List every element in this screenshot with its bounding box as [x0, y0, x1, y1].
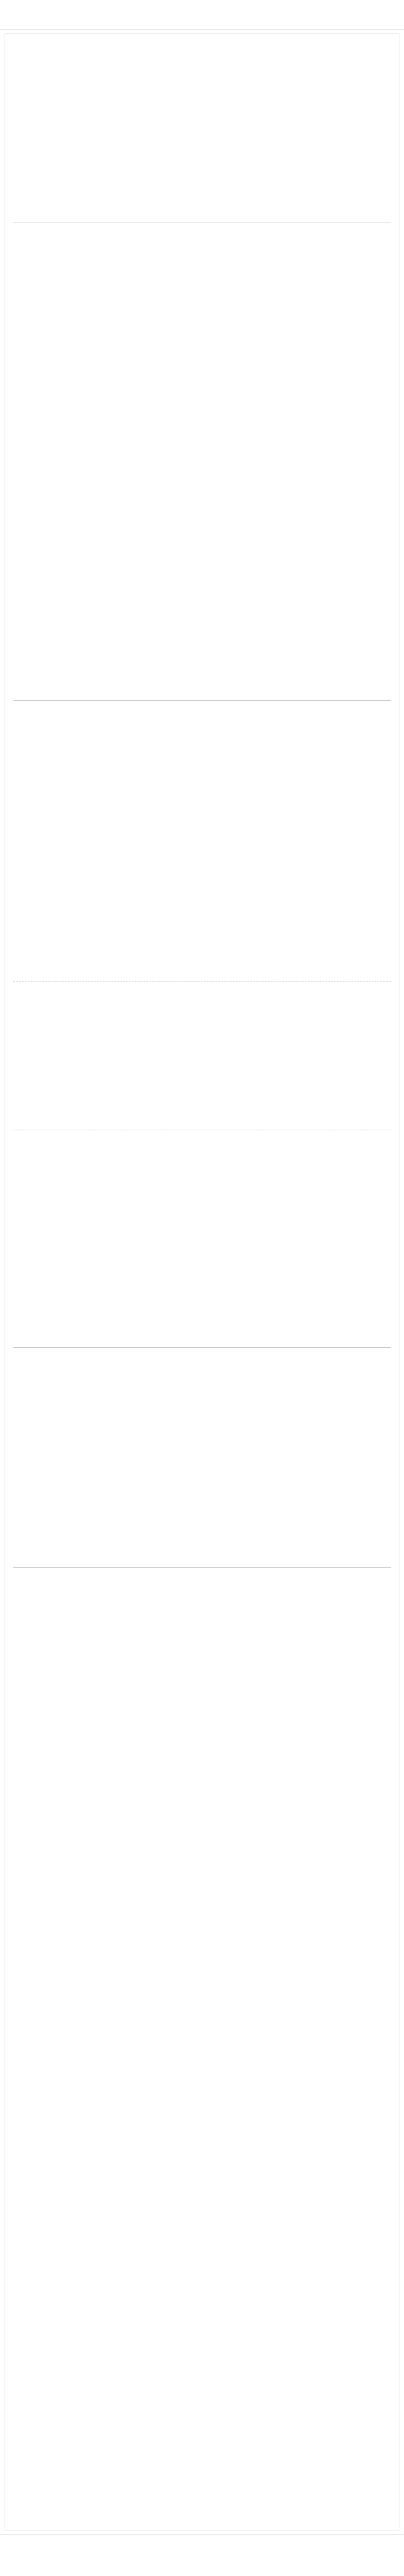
dialogue-line [13, 1336, 391, 1348]
paragraph [13, 798, 391, 833]
paragraph [13, 1438, 391, 1448]
paragraph [13, 621, 391, 641]
paragraph [13, 477, 391, 487]
paragraph [13, 729, 391, 749]
paragraph [13, 573, 391, 592]
text-underline [13, 1347, 391, 1348]
paragraph [13, 371, 391, 390]
paragraph [13, 1071, 391, 1099]
paragraph [13, 300, 391, 311]
paragraph [13, 651, 391, 679]
paragraph [13, 1109, 391, 1119]
paragraph [13, 320, 391, 340]
paragraph [13, 174, 391, 201]
paragraph [13, 458, 391, 469]
paragraph [13, 874, 391, 893]
paragraph [13, 759, 391, 787]
paragraph [13, 1457, 391, 1477]
paragraph [13, 1160, 391, 1170]
paragraph [13, 536, 391, 563]
paragraph [13, 1358, 391, 1368]
paragraph [13, 1140, 391, 1150]
text-underline [13, 1567, 391, 1568]
paragraph [13, 1306, 391, 1326]
paragraph [13, 844, 391, 863]
dialogue-line [13, 212, 391, 223]
paragraph [13, 904, 391, 914]
text-underline [13, 700, 391, 701]
paragraph [13, 710, 391, 720]
paragraph [13, 37, 391, 48]
paragraph [13, 419, 391, 430]
paragraph [13, 1179, 391, 1190]
paragraph [13, 438, 391, 448]
paragraph [13, 1378, 391, 1397]
paragraph [13, 1287, 391, 1297]
paragraph [13, 1578, 391, 1598]
paragraph [13, 1199, 391, 1209]
paragraph [13, 1041, 391, 1061]
paragraph [13, 1537, 391, 1547]
chapter-content [5, 33, 399, 2530]
paragraph [13, 144, 391, 163]
paragraph [13, 104, 391, 115]
paragraph [13, 1219, 391, 1238]
paragraph [13, 1248, 391, 1276]
paragraph [13, 282, 391, 292]
site-footer [0, 2534, 404, 2576]
site-banner [0, 0, 404, 30]
paragraph [13, 1487, 391, 1498]
paragraph [13, 234, 391, 244]
paragraph [13, 603, 391, 613]
paragraph [13, 86, 391, 96]
dialogue-line [13, 1556, 391, 1568]
paragraph [13, 991, 391, 1011]
paragraph [13, 923, 391, 943]
paragraph [13, 253, 391, 273]
paragraph [13, 1507, 391, 1526]
paragraph [13, 401, 391, 411]
paragraph [13, 57, 391, 77]
paragraph [13, 1408, 391, 1427]
dialogue-line [13, 689, 391, 701]
paragraph [13, 124, 391, 134]
paragraph [13, 953, 391, 964]
paragraph [13, 1021, 391, 1032]
paragraph [13, 498, 391, 525]
paragraph [13, 350, 391, 360]
